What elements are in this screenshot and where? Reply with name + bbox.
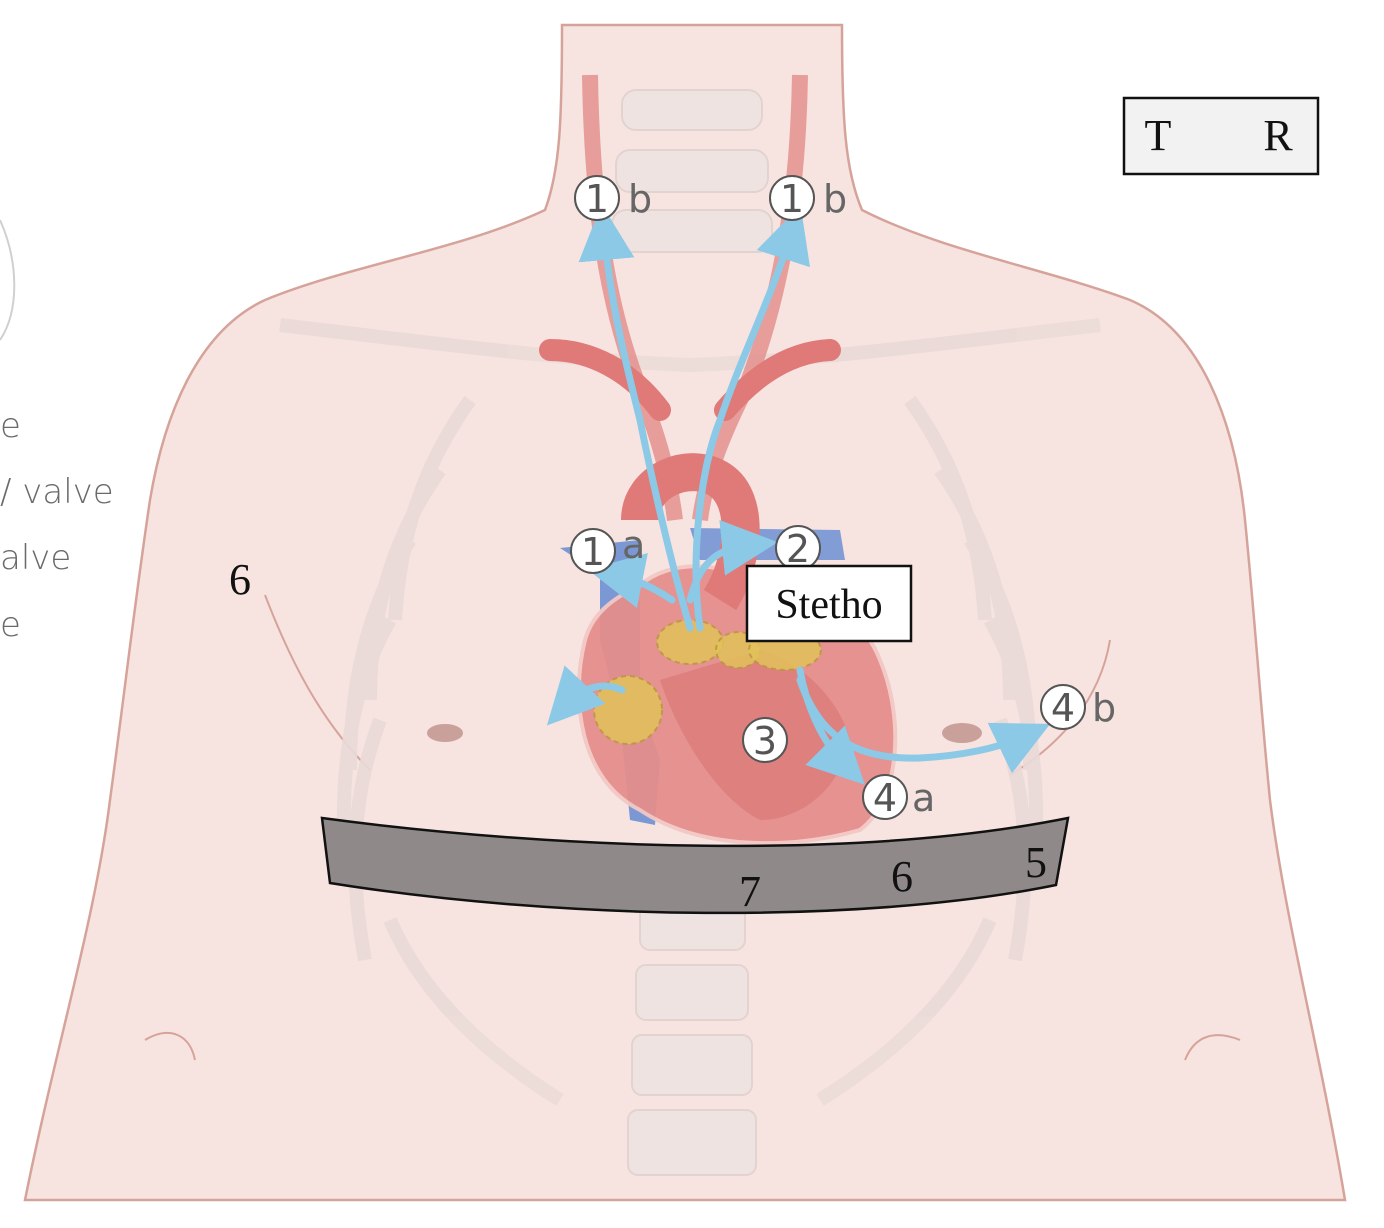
marker-1b-left: 1 b — [574, 175, 652, 221]
flow-arrows — [546, 204, 1051, 785]
legend-line-3: alve — [0, 538, 71, 578]
top-right-box — [1122, 96, 1320, 176]
svg-text:3: 3 — [753, 719, 777, 763]
tricuspid-valve — [593, 675, 663, 745]
svg-text:4: 4 — [873, 776, 897, 820]
legend-line-2: / valve — [0, 472, 114, 512]
marker-2: 2 — [775, 525, 821, 571]
stetho-label: Stetho — [775, 582, 882, 628]
svg-text:1: 1 — [780, 177, 804, 221]
left-subclavian-artery — [539, 339, 671, 421]
stetho-box — [745, 564, 913, 643]
marker-3: 3 — [742, 717, 788, 763]
left-arm-crease — [144, 1031, 196, 1061]
svg-text:2: 2 — [786, 527, 810, 571]
svg-text:a: a — [912, 776, 935, 820]
svg-text:a: a — [622, 523, 645, 567]
marker-4b: 4 b — [1040, 684, 1116, 730]
left-nipple — [427, 724, 463, 742]
svg-text:b: b — [823, 177, 847, 221]
marker-4a: 4 a — [862, 774, 935, 820]
svg-text:b: b — [628, 177, 652, 221]
marker-1a: 1 a — [570, 523, 645, 574]
top-box-left-label: T — [1145, 111, 1172, 160]
gray-band — [320, 816, 1070, 915]
band-label-7: 7 — [739, 867, 761, 916]
spine — [611, 89, 773, 1176]
right-subclavian-artery — [714, 339, 841, 421]
svg-text:1: 1 — [585, 177, 609, 221]
svg-text:4: 4 — [1051, 686, 1075, 730]
legend-shape-edge — [0, 219, 16, 341]
legend-line-4: e — [0, 605, 21, 645]
svg-text:1: 1 — [581, 530, 605, 574]
band-label-5: 5 — [1025, 838, 1047, 887]
marker-1b-right: 1 b — [769, 175, 847, 221]
svg-text:b: b — [1092, 686, 1116, 730]
label-six-left: 6 — [229, 555, 251, 604]
legend-line-1: e — [0, 406, 21, 446]
top-box-right-label: R — [1263, 111, 1293, 160]
right-nipple — [942, 723, 982, 743]
right-arm-crease — [1184, 1034, 1241, 1061]
band-label-6: 6 — [891, 852, 913, 901]
